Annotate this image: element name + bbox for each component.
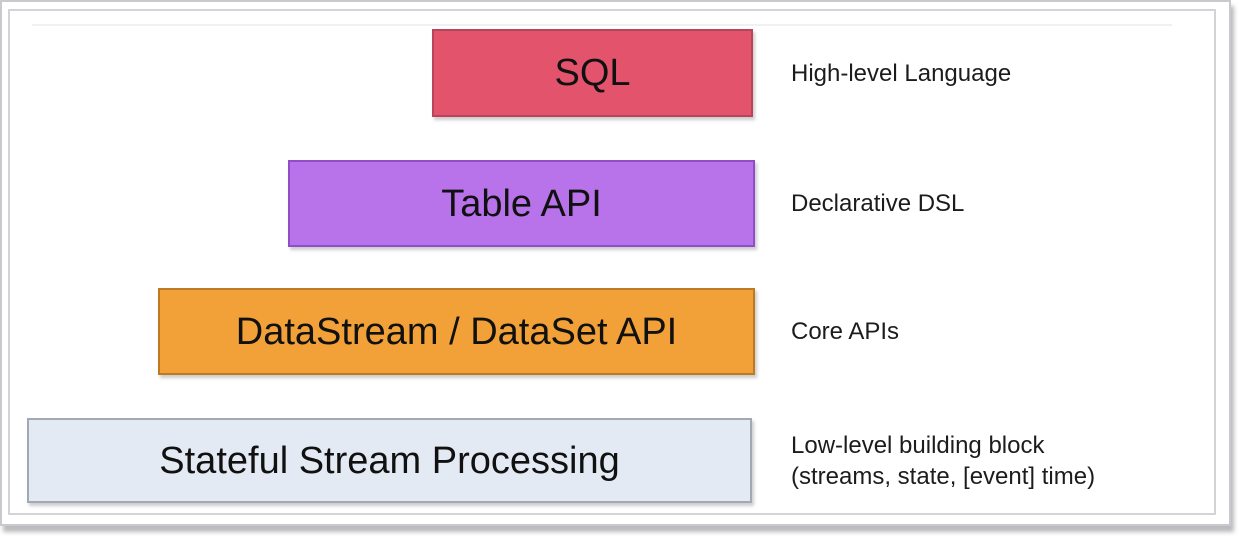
slide-inner-frame xyxy=(8,9,1216,515)
layer-box-sql: SQL xyxy=(432,29,753,117)
layer-description-core-apis: Core APIs xyxy=(791,318,900,345)
layer-box-table-api: Table API xyxy=(288,160,755,247)
layer-description-low-level-building-block: Low-level building block (streams, state… xyxy=(791,431,1096,490)
layer-box-datastream-dataset-api: DataStream / DataSet API xyxy=(158,288,755,375)
faint-divider-line xyxy=(32,24,1172,26)
layer-label-sql: SQL xyxy=(554,52,631,94)
layer-label-stateful-stream-processing: Stateful Stream Processing xyxy=(159,439,620,482)
layer-label-datastream-dataset-api: DataStream / DataSet API xyxy=(235,310,678,353)
layer-description-table-api: Declarative DSL xyxy=(791,190,965,217)
layer-label-table-api: Table API xyxy=(441,182,602,225)
layer-box-stateful-stream-processing: Stateful Stream Processing xyxy=(27,418,752,503)
layer-description-sql: High-level Language xyxy=(791,59,1012,87)
